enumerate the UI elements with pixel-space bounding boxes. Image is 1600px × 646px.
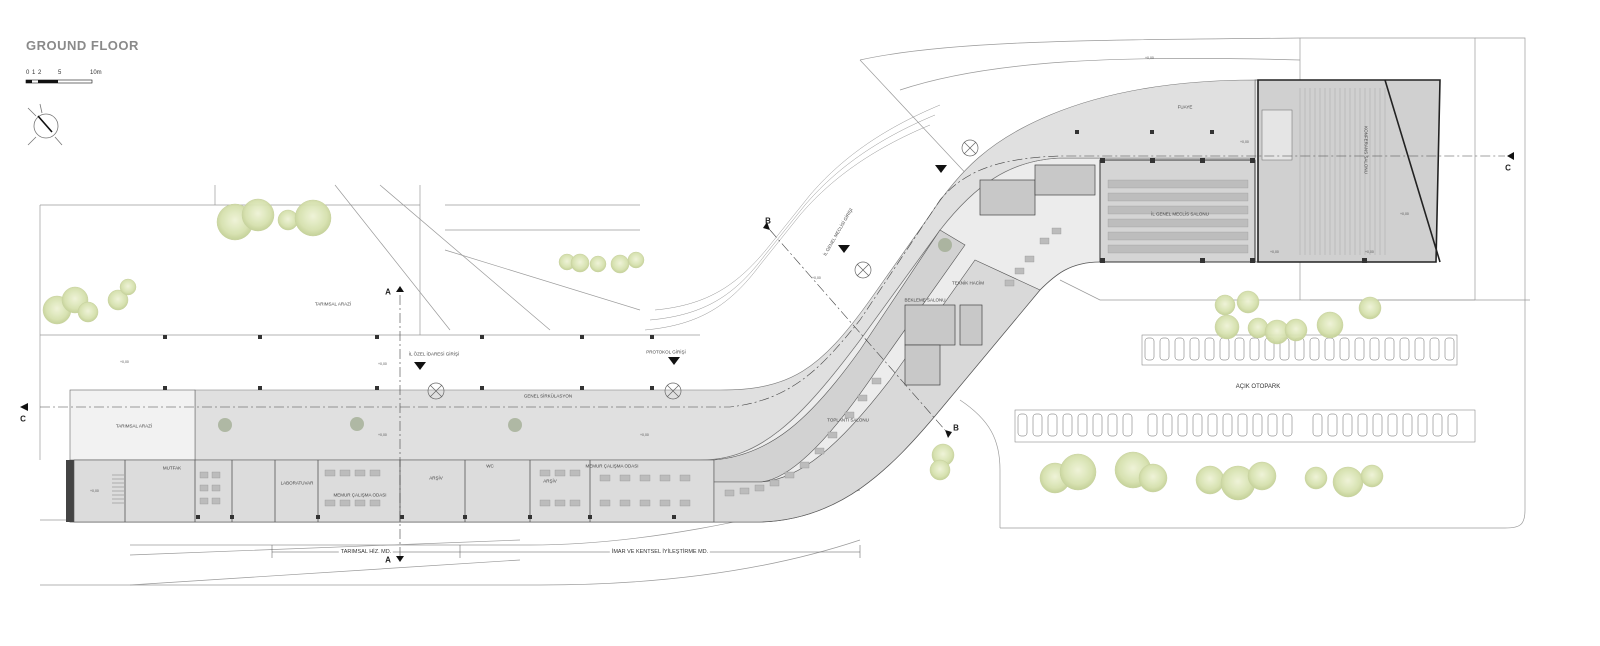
scale-tick-1: 1 — [32, 70, 36, 76]
label-tech-room: TEKNİK HACİM — [951, 280, 985, 286]
section-label-b-bottom: B — [953, 423, 959, 433]
fountain-markers — [427, 139, 979, 400]
site-trees — [42, 198, 1384, 501]
label-dept-1: TARIMSAL HİZ. MD. — [338, 549, 394, 555]
canopy-band — [194, 79, 1256, 461]
level-mark-10: +0,00 — [1270, 250, 1279, 254]
label-open-parking: AÇIK OTOPARK — [1233, 384, 1283, 390]
level-mark-11: +0,00 — [1365, 250, 1374, 254]
level-mark-2: +0,00 — [378, 362, 387, 366]
service-cores — [904, 164, 1096, 386]
label-waiting: BEKLEME SALONU — [904, 297, 946, 303]
label-laboratory: LABORATUVAR — [280, 480, 314, 486]
label-kitchen: MUTFAK — [162, 465, 182, 471]
north-arrow — [27, 103, 63, 146]
level-mark-3: +0,00 — [378, 433, 387, 437]
section-label-a-top: A — [385, 287, 391, 297]
label-conference: KONFERANS SALONU — [1363, 126, 1369, 174]
section-arrows — [20, 152, 1514, 562]
label-dept-2: İMAR VE KENTSEL İYİLEŞTİRME MD. — [609, 549, 711, 555]
curved-office-outer — [713, 259, 1041, 523]
page-title: GROUND FLOOR — [26, 38, 139, 53]
level-mark-5: +0,00 — [90, 489, 99, 493]
section-label-b-top: B — [765, 216, 771, 226]
label-council-hall: İL GENEL MECLİS SALONU — [1151, 211, 1209, 217]
level-mark-4: +0,00 — [640, 433, 649, 437]
section-line-c — [40, 155, 1505, 560]
level-mark-7: +0,00 — [1145, 56, 1154, 60]
conference-hall — [1257, 79, 1441, 263]
section-label-a-bottom: A — [385, 555, 391, 565]
office-strip — [73, 459, 715, 523]
level-mark-6: +0,00 — [812, 276, 821, 280]
section-label-c-left: C — [20, 414, 26, 424]
curved-desks — [724, 227, 1062, 497]
scale-tick-5: 5 — [58, 70, 62, 76]
level-mark-1: +0,00 — [120, 360, 129, 364]
label-wc: WC — [486, 463, 494, 469]
west-block — [69, 389, 196, 461]
label-foyer: FUAYE — [1177, 104, 1193, 110]
level-mark-9: +0,00 — [1400, 212, 1409, 216]
label-corridor: GENEL SİRKÜLASYON — [523, 393, 573, 399]
label-entrance-2: PROTOKOL GİRİŞİ — [646, 349, 686, 355]
scale-tick-2: 2 — [38, 70, 42, 76]
west-wall — [66, 460, 74, 522]
label-office-1: MEMUR ÇALIŞMA ODASI — [333, 492, 387, 498]
scale-tick-0: 0 — [26, 70, 30, 76]
label-entrance-1: İL ÖZEL İDARESİ GİRİŞİ — [408, 351, 460, 357]
entrance-markers — [414, 165, 947, 370]
council-hall — [1099, 159, 1256, 263]
columns — [163, 130, 1367, 519]
scale-bar — [25, 79, 93, 84]
section-label-c-right: C — [1505, 163, 1511, 173]
scale-tick-10: 10m — [90, 70, 102, 76]
label-archive-1: ARŞİV — [429, 475, 443, 481]
interior-plants — [218, 238, 952, 432]
label-archive-2: ARŞİV — [543, 478, 557, 484]
parking-cars — [1017, 337, 1458, 437]
label-office-2: MEMUR ÇALIŞMA ODASI — [585, 463, 639, 469]
label-agri-land-left: TARIMSAL ARAZİ — [115, 423, 153, 429]
label-agri-land-top: TARIMSAL ARAZİ — [314, 301, 352, 307]
level-mark-8: +0,00 — [1240, 140, 1249, 144]
front-stairs — [644, 104, 941, 331]
label-meeting-room: TOPLANTI SALONU — [827, 417, 869, 423]
